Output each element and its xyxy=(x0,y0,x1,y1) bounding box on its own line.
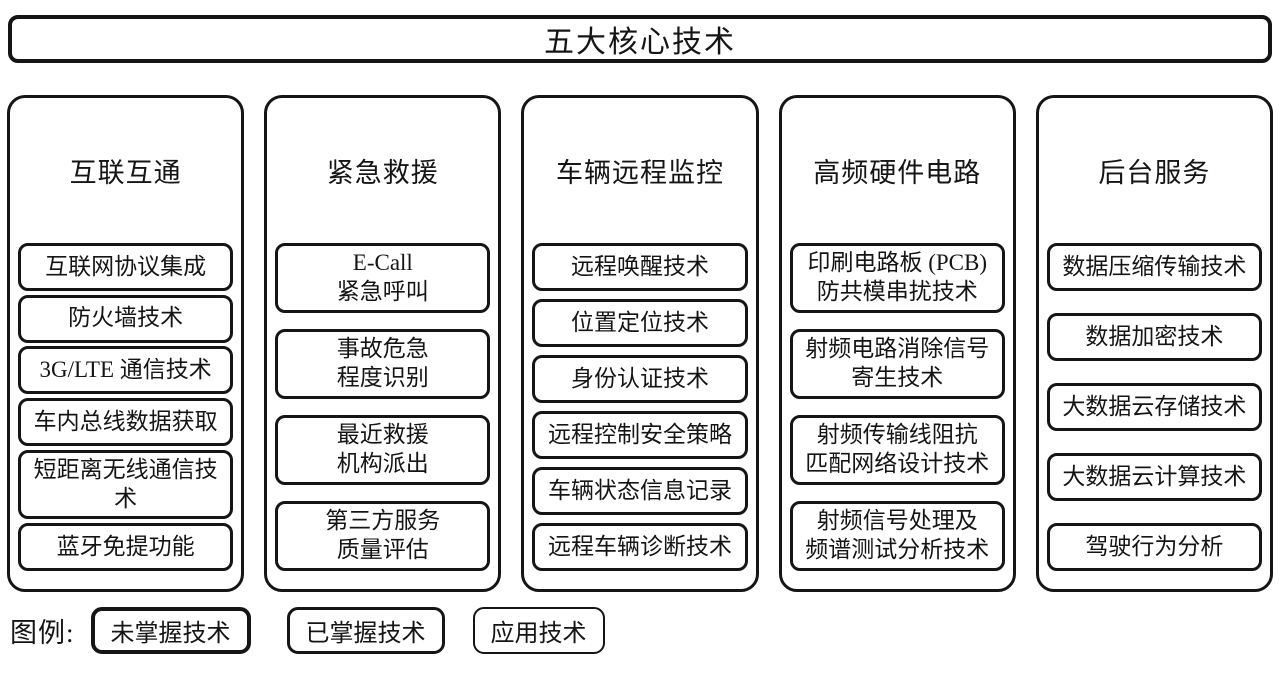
legend-box-applied: 应用技术 xyxy=(472,606,605,654)
tech-item: 防火墙技术 xyxy=(18,294,234,343)
column-header: 互联互通 xyxy=(69,158,182,188)
tech-item: 车内总线数据获取 xyxy=(18,398,234,447)
column-vehicle-remote-monitoring: 车辆远程监控 远程唤醒技术 位置定位技术 身份认证技术 远程控制安全策略 车辆状… xyxy=(521,95,759,592)
tech-item: 大数据云计算技术 xyxy=(1046,453,1263,501)
tech-item: 远程车辆诊断技术 xyxy=(532,523,748,571)
tech-item: 大数据云存储技术 xyxy=(1046,383,1263,431)
tech-item: 车辆状态信息记录 xyxy=(532,467,748,515)
column-interconnection: 互联互通 互联网协议集成 防火墙技术 3G/LTE 通信技术 车内总线数据获取 … xyxy=(7,95,245,592)
legend-box-mastered: 已掌握技术 xyxy=(286,606,445,654)
tech-item: 第三方服务 质量评估 xyxy=(275,501,491,571)
tech-item: 印刷电路板 (PCB) 防共模串扰技术 xyxy=(789,243,1005,313)
diagram-title: 五大核心技术 xyxy=(544,26,736,59)
column-backend-service: 后台服务 数据压缩传输技术 数据加密技术 大数据云存储技术 大数据云计算技术 驾… xyxy=(1035,95,1274,592)
column-header: 后台服务 xyxy=(1098,158,1211,188)
column-header: 高频硬件电路 xyxy=(813,158,982,188)
tech-item: 蓝牙免提功能 xyxy=(18,522,234,571)
tech-item: 射频传输线阻抗 匹配网络设计技术 xyxy=(789,415,1005,485)
tech-item: 驾驶行为分析 xyxy=(1046,523,1263,571)
tech-item: 远程唤醒技术 xyxy=(532,243,748,291)
column-items: 数据压缩传输技术 数据加密技术 大数据云存储技术 大数据云计算技术 驾驶行为分析 xyxy=(1046,243,1263,571)
tech-item: 位置定位技术 xyxy=(532,299,748,347)
diagram-title-box: 五大核心技术 xyxy=(8,15,1272,63)
tech-item: 事故危急 程度识别 xyxy=(275,329,491,399)
tech-item: 最近救援 机构派出 xyxy=(275,415,491,485)
columns-row: 互联互通 互联网协议集成 防火墙技术 3G/LTE 通信技术 车内总线数据获取 … xyxy=(7,95,1274,592)
tech-item: 数据加密技术 xyxy=(1046,313,1263,361)
column-header: 紧急救援 xyxy=(326,158,439,188)
column-items: 远程唤醒技术 位置定位技术 身份认证技术 远程控制安全策略 车辆状态信息记录 远… xyxy=(532,243,748,571)
tech-item: 远程控制安全策略 xyxy=(532,411,748,459)
tech-item: 数据压缩传输技术 xyxy=(1046,243,1263,291)
tech-item: E-Call 紧急呼叫 xyxy=(275,243,491,313)
tech-item: 互联网协议集成 xyxy=(18,243,234,291)
tech-item: 射频电路消除信号 寄生技术 xyxy=(789,329,1005,399)
column-items: E-Call 紧急呼叫 事故危急 程度识别 最近救援 机构派出 第三方服务 质量… xyxy=(275,243,491,571)
legend-label: 图例: xyxy=(10,617,75,648)
tech-item: 3G/LTE 通信技术 xyxy=(18,346,234,395)
tech-item: 身份认证技术 xyxy=(532,355,748,403)
column-emergency-rescue: 紧急救援 E-Call 紧急呼叫 事故危急 程度识别 最近救援 机构派出 第三方… xyxy=(264,95,502,592)
column-header: 车辆远程监控 xyxy=(556,158,724,188)
legend: 图例: 未掌握技术 已掌握技术 应用技术 xyxy=(10,606,1272,654)
legend-box-unmastered: 未掌握技术 xyxy=(90,606,251,654)
column-high-frequency-hardware-circuit: 高频硬件电路 印刷电路板 (PCB) 防共模串扰技术 射频电路消除信号 寄生技术… xyxy=(778,95,1016,592)
column-items: 印刷电路板 (PCB) 防共模串扰技术 射频电路消除信号 寄生技术 射频传输线阻… xyxy=(789,243,1005,571)
tech-item: 射频信号处理及 频谱测试分析技术 xyxy=(789,501,1005,571)
tech-item: 短距离无线通信技术 xyxy=(18,449,234,520)
five-core-technologies-diagram: 五大核心技术 互联互通 互联网协议集成 防火墙技术 3G/LTE 通信技术 车内… xyxy=(0,15,1280,681)
column-items: 互联网协议集成 防火墙技术 3G/LTE 通信技术 车内总线数据获取 短距离无线… xyxy=(18,243,234,571)
